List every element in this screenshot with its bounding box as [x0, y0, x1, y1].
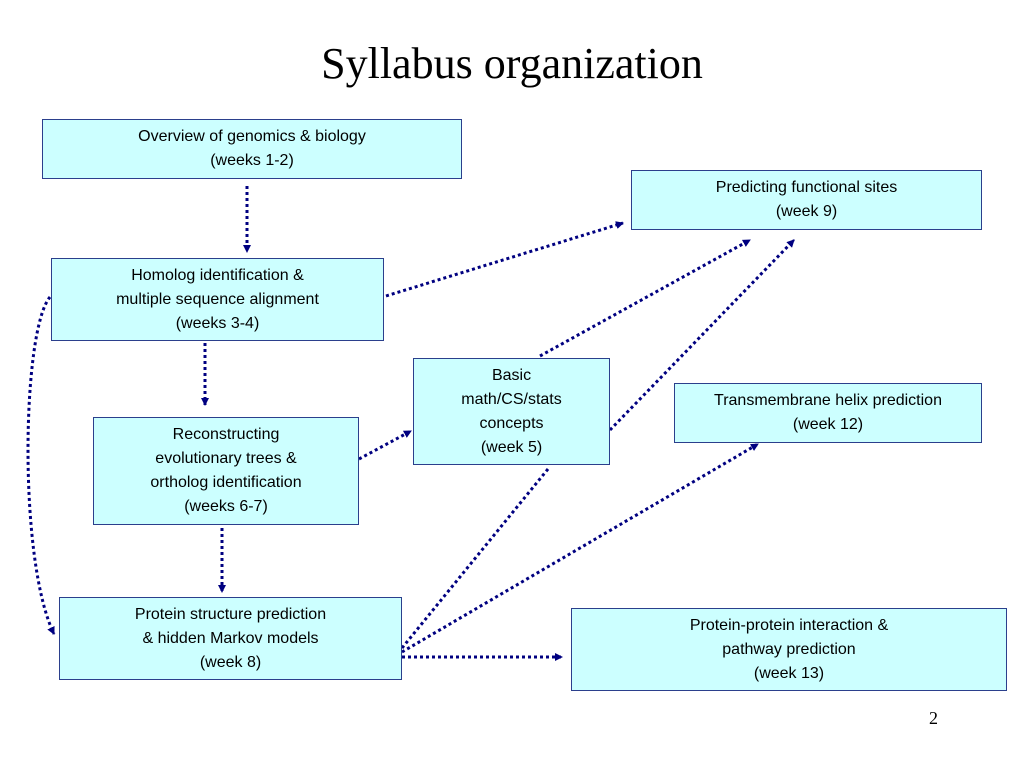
box-line: multiple sequence alignment — [116, 290, 319, 308]
slide-title: Syllabus organization — [321, 39, 703, 88]
box-line: (week 5) — [480, 438, 543, 456]
box-line: (weeks 3-4) — [175, 314, 260, 332]
box-line: Basic — [491, 366, 532, 384]
box-line: pathway prediction — [722, 640, 856, 658]
box-line: (week 12) — [792, 416, 864, 433]
connector-homolog-to-protein-structure — [26, 296, 56, 635]
box-functional-sites: Predicting functional sites (week 9) — [631, 170, 982, 230]
box-line: (week 13) — [753, 664, 825, 682]
box-line: Predicting functional sites — [715, 179, 898, 196]
box-line: Protein structure prediction — [134, 605, 327, 623]
box-line: Protein-protein interaction & — [689, 616, 889, 634]
box-line: concepts — [479, 414, 544, 432]
box-line: (weeks 6-7) — [184, 498, 268, 515]
box-line: (week 8) — [199, 653, 262, 671]
box-line: Overview of genomics & biology — [138, 128, 366, 145]
connector-basic-math-to-functional-sites — [539, 238, 751, 358]
box-line: Reconstructing — [172, 426, 280, 443]
connector-homolog-to-functional-sites — [385, 221, 624, 298]
box-protein-structure: Protein structure prediction & hidden Ma… — [59, 597, 402, 680]
box-line: math/CS/stats — [461, 390, 562, 408]
box-line: & hidden Markov models — [142, 629, 319, 647]
box-line: (weeks 1-2) — [210, 152, 294, 169]
box-line: (week 9) — [775, 203, 838, 220]
box-line: Transmembrane helix prediction — [714, 392, 942, 409]
box-basic-math: Basic math/CS/stats concepts (week 5) — [413, 358, 610, 465]
box-transmembrane: Transmembrane helix prediction (week 12) — [674, 383, 982, 443]
page-number: 2 — [929, 708, 938, 728]
connector-trees-to-basic-math — [358, 429, 412, 461]
box-trees: Reconstructing evolutionary trees & orth… — [93, 417, 359, 525]
box-overview: Overview of genomics & biology (weeks 1-… — [42, 119, 462, 179]
box-line: Homolog identification & — [131, 266, 304, 284]
box-homolog: Homolog identification & multiple sequen… — [51, 258, 384, 341]
connector-protein-structure-to-basic-math — [400, 468, 550, 649]
box-ppi: Protein-protein interaction & pathway pr… — [571, 608, 1007, 691]
box-line: ortholog identification — [150, 474, 302, 491]
box-line: evolutionary trees & — [155, 450, 297, 467]
